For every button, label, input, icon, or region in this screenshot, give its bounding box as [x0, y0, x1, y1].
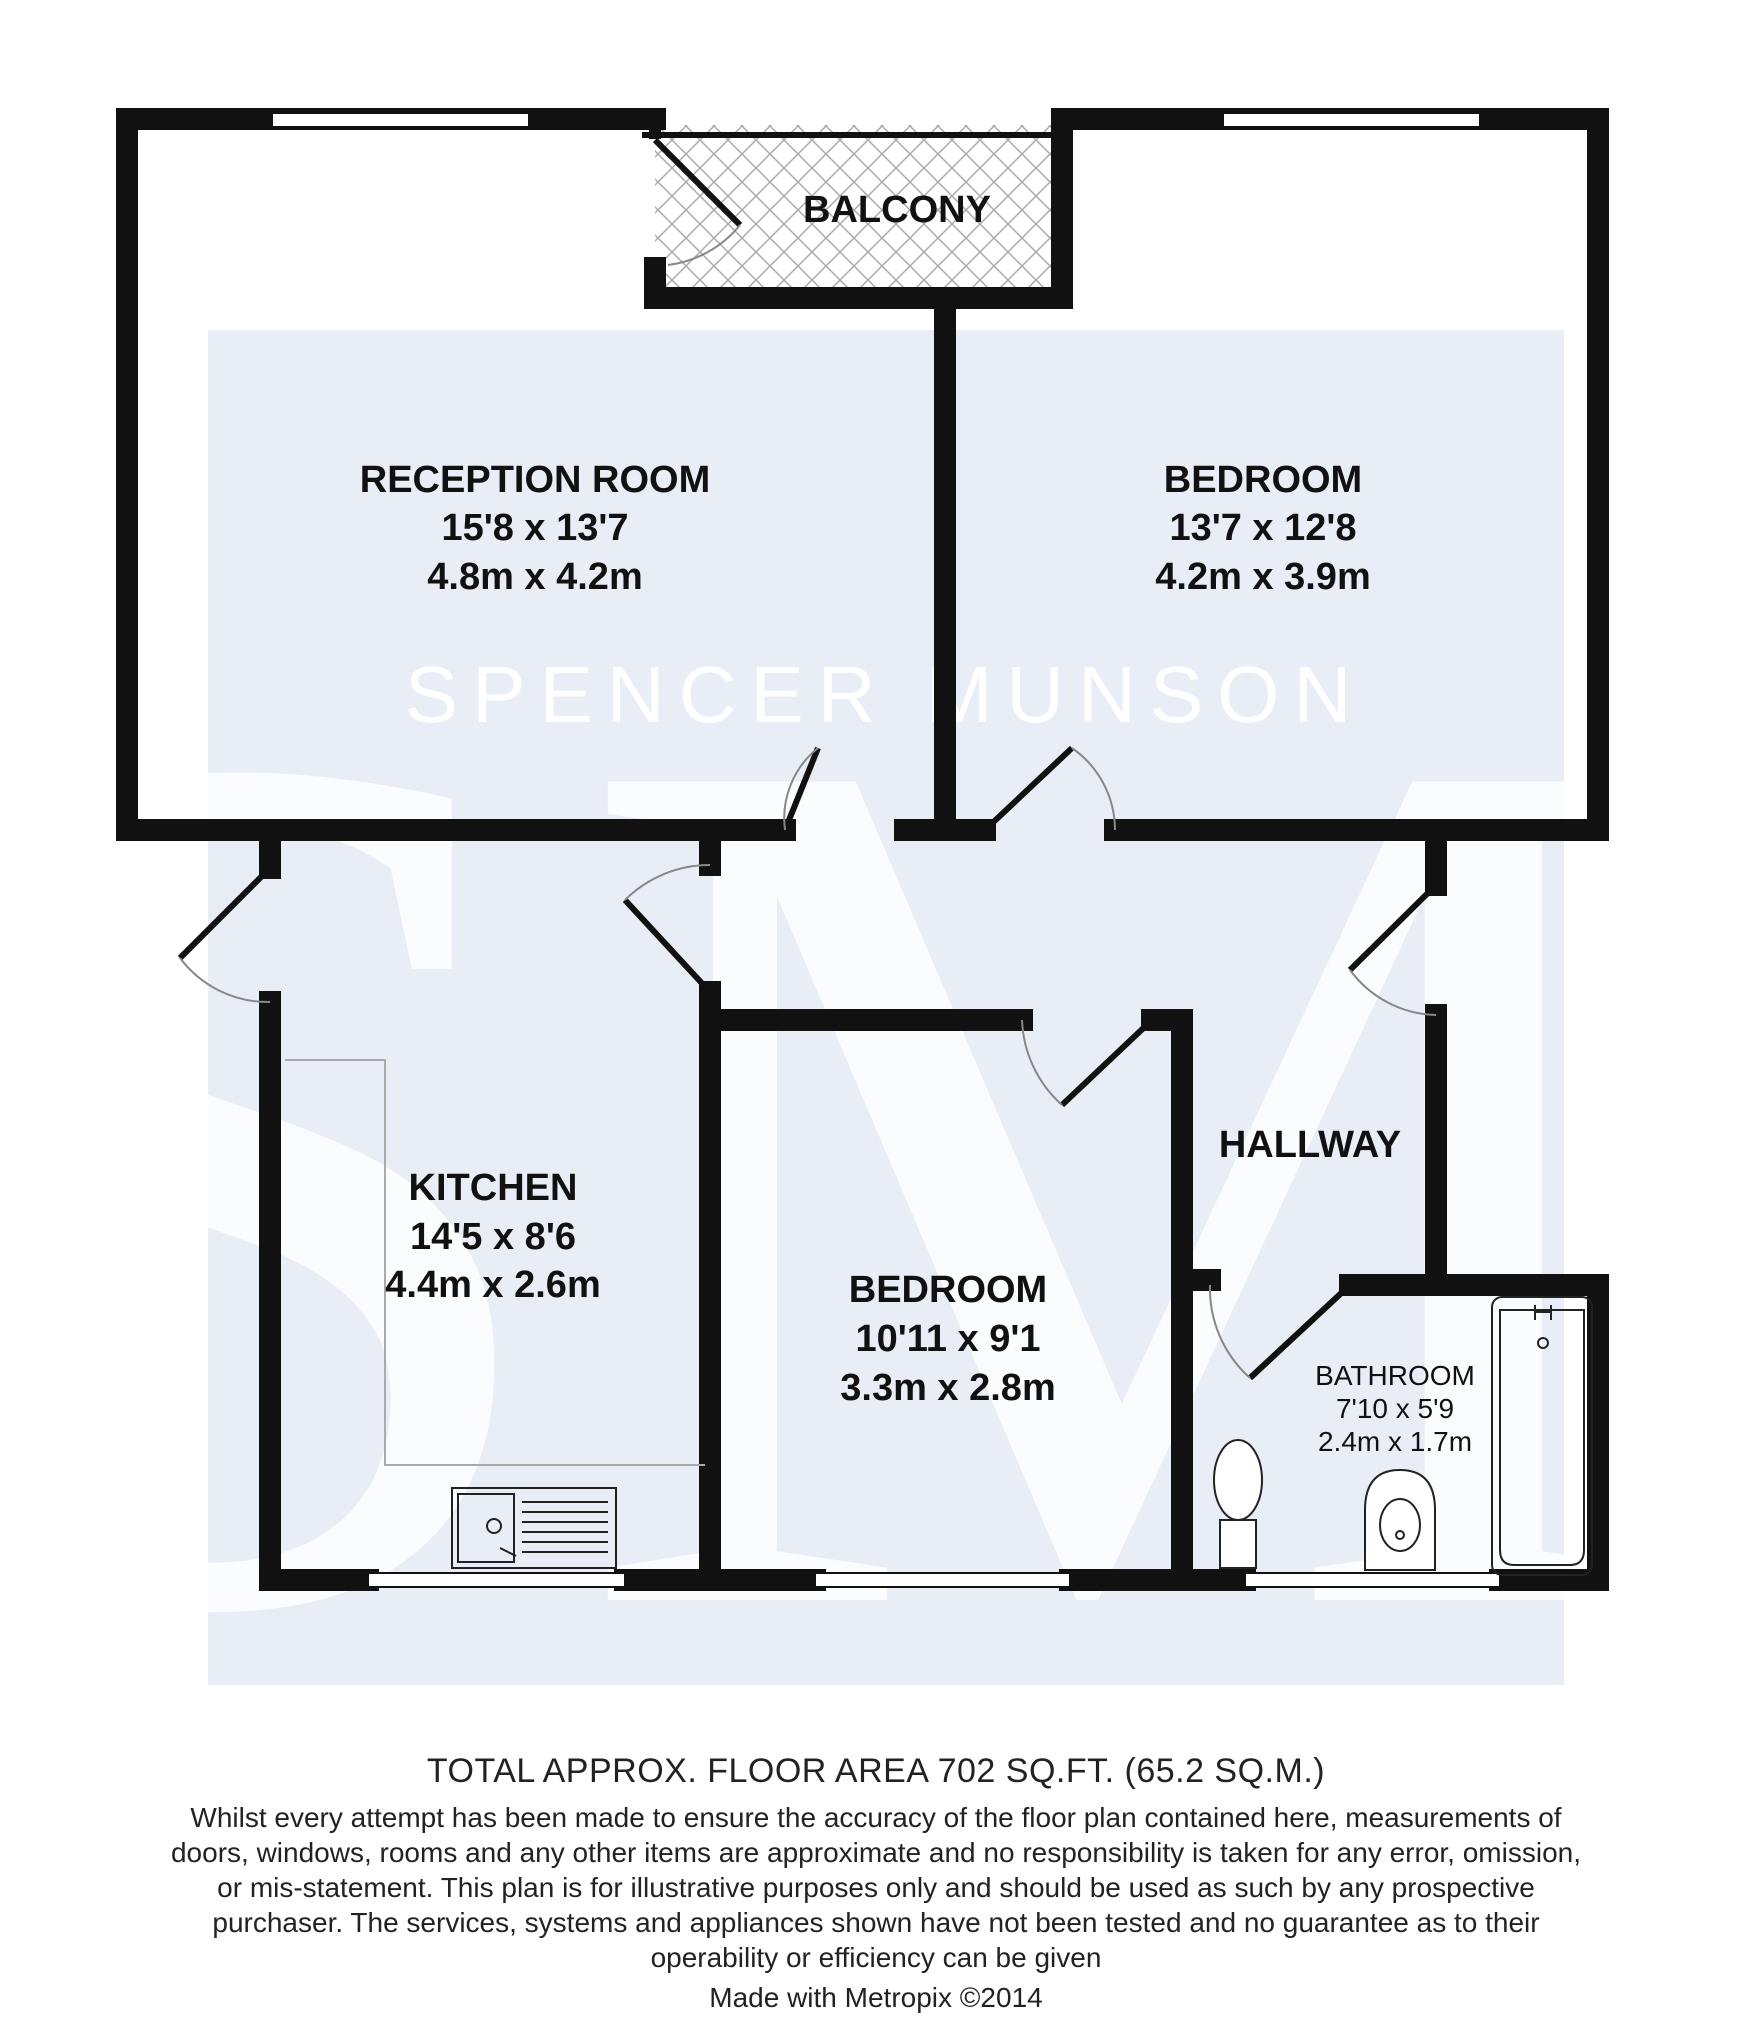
- bathroom-imperial: 7'10 x 5'9: [1336, 1393, 1454, 1424]
- bedroom-1-metric: 4.2m x 3.9m: [1155, 556, 1370, 598]
- total-floor-area: TOTAL APPROX. FLOOR AREA 702 SQ.FT. (65.…: [426, 1752, 1326, 1790]
- kitchen-name: KITCHEN: [409, 1167, 578, 1209]
- hallway-label: HALLWAY: [1219, 1124, 1401, 1166]
- watermark: SM SPENCER MUNSON: [0, 330, 1683, 1740]
- bedroom-2-name: BEDROOM: [849, 1269, 1047, 1311]
- floor-plan: SM SPENCER MUNSON: [0, 108, 1683, 1740]
- bath-icon: [1491, 1296, 1593, 1576]
- reception-room-imperial: 15'8 x 13'7: [441, 507, 628, 549]
- doors: [177, 137, 1439, 1381]
- bedroom-2-metric: 3.3m x 2.8m: [840, 1367, 1055, 1409]
- disclaimer-text: Whilst every attempt has been made to en…: [170, 1802, 1581, 1973]
- bedroom-1-name: BEDROOM: [1164, 459, 1362, 501]
- kitchen-imperial: 14'5 x 8'6: [410, 1216, 576, 1258]
- window: [1244, 1572, 1501, 1588]
- bedroom-1-imperial: 13'7 x 12'8: [1169, 507, 1356, 549]
- sink-icon: [451, 1487, 617, 1569]
- balcony-label: BALCONY: [803, 189, 991, 231]
- metropix-credit: Made with Metropix ©2014: [709, 1982, 1043, 2013]
- bathroom-metric: 2.4m x 1.7m: [1318, 1426, 1472, 1457]
- kitchen-metric: 4.4m x 2.6m: [385, 1264, 600, 1306]
- window: [271, 112, 530, 128]
- window: [1222, 112, 1481, 128]
- bathroom-name: BATHROOM: [1315, 1360, 1475, 1391]
- kitchen-worktop: [285, 1059, 705, 1466]
- reception-room-metric: 4.8m x 4.2m: [427, 556, 642, 598]
- bedroom-2-imperial: 10'11 x 9'1: [855, 1318, 1040, 1360]
- watermark-brand: SPENCER MUNSON: [405, 650, 1366, 739]
- toilet-icon: [1213, 1439, 1263, 1569]
- window: [814, 1572, 1071, 1588]
- basin-icon: [1364, 1468, 1436, 1571]
- windows: [271, 112, 1501, 1588]
- watermark-panel: [208, 330, 1564, 1685]
- reception-room-name: RECEPTION ROOM: [360, 459, 710, 501]
- window: [367, 1572, 626, 1588]
